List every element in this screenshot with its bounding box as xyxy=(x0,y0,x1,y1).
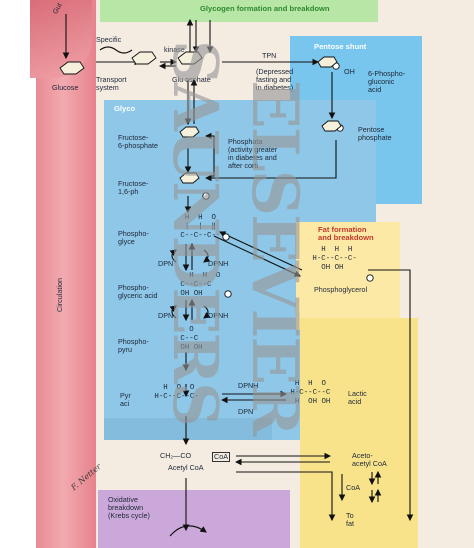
fructose-16-label: Fructose- 1,6-ph xyxy=(118,179,149,196)
glycolysis-title: Glyco xyxy=(114,104,136,113)
left-margin xyxy=(0,0,36,548)
acetoacetyl-label: Aceto- acetyl CoA xyxy=(352,451,387,468)
pyruvate-structure: H O O H-C--C--C- xyxy=(154,384,199,401)
watermark-saunders: SAUNDERS xyxy=(159,40,232,425)
oxidative-title: Oxidative breakdown (Krebs cycle) xyxy=(108,495,150,520)
glucose-label: Glucose xyxy=(52,83,79,92)
fat-region-lower xyxy=(300,318,418,548)
dpnh-label-2: DPNH xyxy=(208,311,229,320)
pentose-phosphate-label: Pentose phosphate xyxy=(358,125,392,142)
lactate-structure: H H O H-C--C--C H OH OH xyxy=(290,380,331,406)
oxidative-region xyxy=(98,490,290,548)
phosphoglycerol-structure: H H H H-C--C--C- OH OH xyxy=(312,246,357,272)
phosphopyruvate-structure: O C--C OH OH xyxy=(180,326,203,352)
fat-region xyxy=(296,222,400,330)
glycogen-title: Glycogen formation and breakdown xyxy=(200,4,330,13)
phosphogluconic-label: 6-Phospho- gluconic acid xyxy=(368,69,406,94)
glycolysis-region-shadow xyxy=(104,418,272,440)
phosphoglycerol-label: Phosphoglycerol xyxy=(314,285,368,294)
fat-title: Fat formation and breakdown xyxy=(318,225,374,242)
circulation-vessel xyxy=(36,0,96,548)
phospho-pyr-label: Phospho- pyru xyxy=(118,337,149,354)
glycogen-region xyxy=(100,0,378,22)
phosphatase-note: Phosphata (activity greater in diabetes … xyxy=(228,137,278,170)
coa-label: CoA xyxy=(212,452,230,462)
transport-system-label: Transport system xyxy=(96,75,127,92)
dpn-label-3: DPN xyxy=(238,407,254,416)
ch2co-label: CH₂—CO xyxy=(160,451,192,460)
fructose-6p-label: Fructose- 6-phosphate xyxy=(118,133,158,150)
tpn-label: TPN xyxy=(262,51,277,60)
kinase-label: kinase xyxy=(164,45,185,54)
phospho-glyc-label: Phospho- glyce xyxy=(118,229,149,246)
watermark-elsevier: ELSEVIER xyxy=(237,80,312,435)
coa-label-2: CoA xyxy=(346,483,360,492)
phosphoglyceric-label: Phospho- glyceric acid xyxy=(118,283,158,300)
pyruvic-label: Pyr aci xyxy=(120,391,131,408)
dpnh-label-1: DPNH xyxy=(208,259,229,268)
dpn-label-1: DPN xyxy=(158,259,174,268)
dpnh-label-3: DPNH xyxy=(238,381,259,390)
specific-label: Specific xyxy=(96,35,122,44)
dpn-label-2: DPN xyxy=(158,311,174,320)
acetyl-coa-label: Acetyl CoA xyxy=(168,463,204,472)
phosphoglyceric-structure: H H O C--C--C OH OH xyxy=(180,272,221,298)
oh-label: OH xyxy=(344,67,355,76)
lactic-label: Lactic acid xyxy=(348,389,367,406)
circulation-label: Circulation xyxy=(55,278,64,312)
triose-structure: H H O | | ‖ C--C--C-- xyxy=(180,214,221,240)
glucose-phosphate-label: Glu osphate xyxy=(172,75,211,84)
to-fat-label: To fat xyxy=(346,511,354,528)
pentose-title: Pentose shunt xyxy=(314,42,367,51)
depressed-note: (Depressed fasting and in diabetes) xyxy=(256,67,294,92)
